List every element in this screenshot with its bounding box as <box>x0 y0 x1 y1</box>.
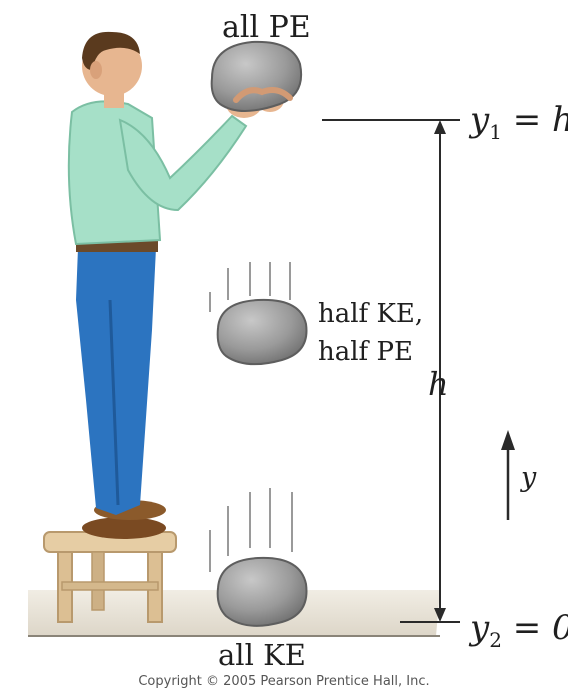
label-half-word-1: half <box>318 299 369 329</box>
label-all-ke-word: all <box>218 638 254 672</box>
label-all-pe-word: all <box>222 10 260 45</box>
label-half-ke-line: half KE, <box>318 295 423 333</box>
rock-icon <box>210 40 302 112</box>
motion-lines-bottom <box>209 488 293 572</box>
label-all-ke: all KE <box>218 638 306 672</box>
copyright-notice: Copyright © 2005 Pearson Prentice Hall, … <box>138 674 430 689</box>
label-y-axis: y <box>521 462 537 493</box>
label-all-pe-pe: PE <box>268 10 311 45</box>
label-all-ke-ke: KE <box>263 638 306 672</box>
motion-lines-middle <box>209 262 291 312</box>
label-half-pe-line: half PE <box>318 333 423 371</box>
label-height-h: h <box>428 365 449 403</box>
label-y2-equals-0: y2 = 0 <box>470 608 568 652</box>
label-y2-var: y <box>470 608 490 648</box>
label-pe-mid: PE <box>376 337 413 367</box>
label-half-word-2: half <box>318 337 369 367</box>
label-y1-rhs: = h <box>501 100 568 140</box>
label-y1-equals-h: y1 = h <box>470 100 568 144</box>
label-y2-rhs: = 0 <box>501 608 568 648</box>
label-y2-sub: 2 <box>489 627 502 652</box>
label-all-pe: all PE <box>222 10 311 45</box>
label-y1-sub: 1 <box>489 119 502 144</box>
person-figure <box>67 31 284 539</box>
rock-icon <box>216 298 308 366</box>
label-y1-var: y <box>470 100 490 140</box>
up-arrow-icon <box>501 430 515 520</box>
rock-icon <box>216 556 308 627</box>
label-half-ke-half-pe: half KE, half PE <box>318 295 423 371</box>
label-ke-mid: KE, <box>376 299 424 329</box>
height-arrow <box>434 120 446 622</box>
